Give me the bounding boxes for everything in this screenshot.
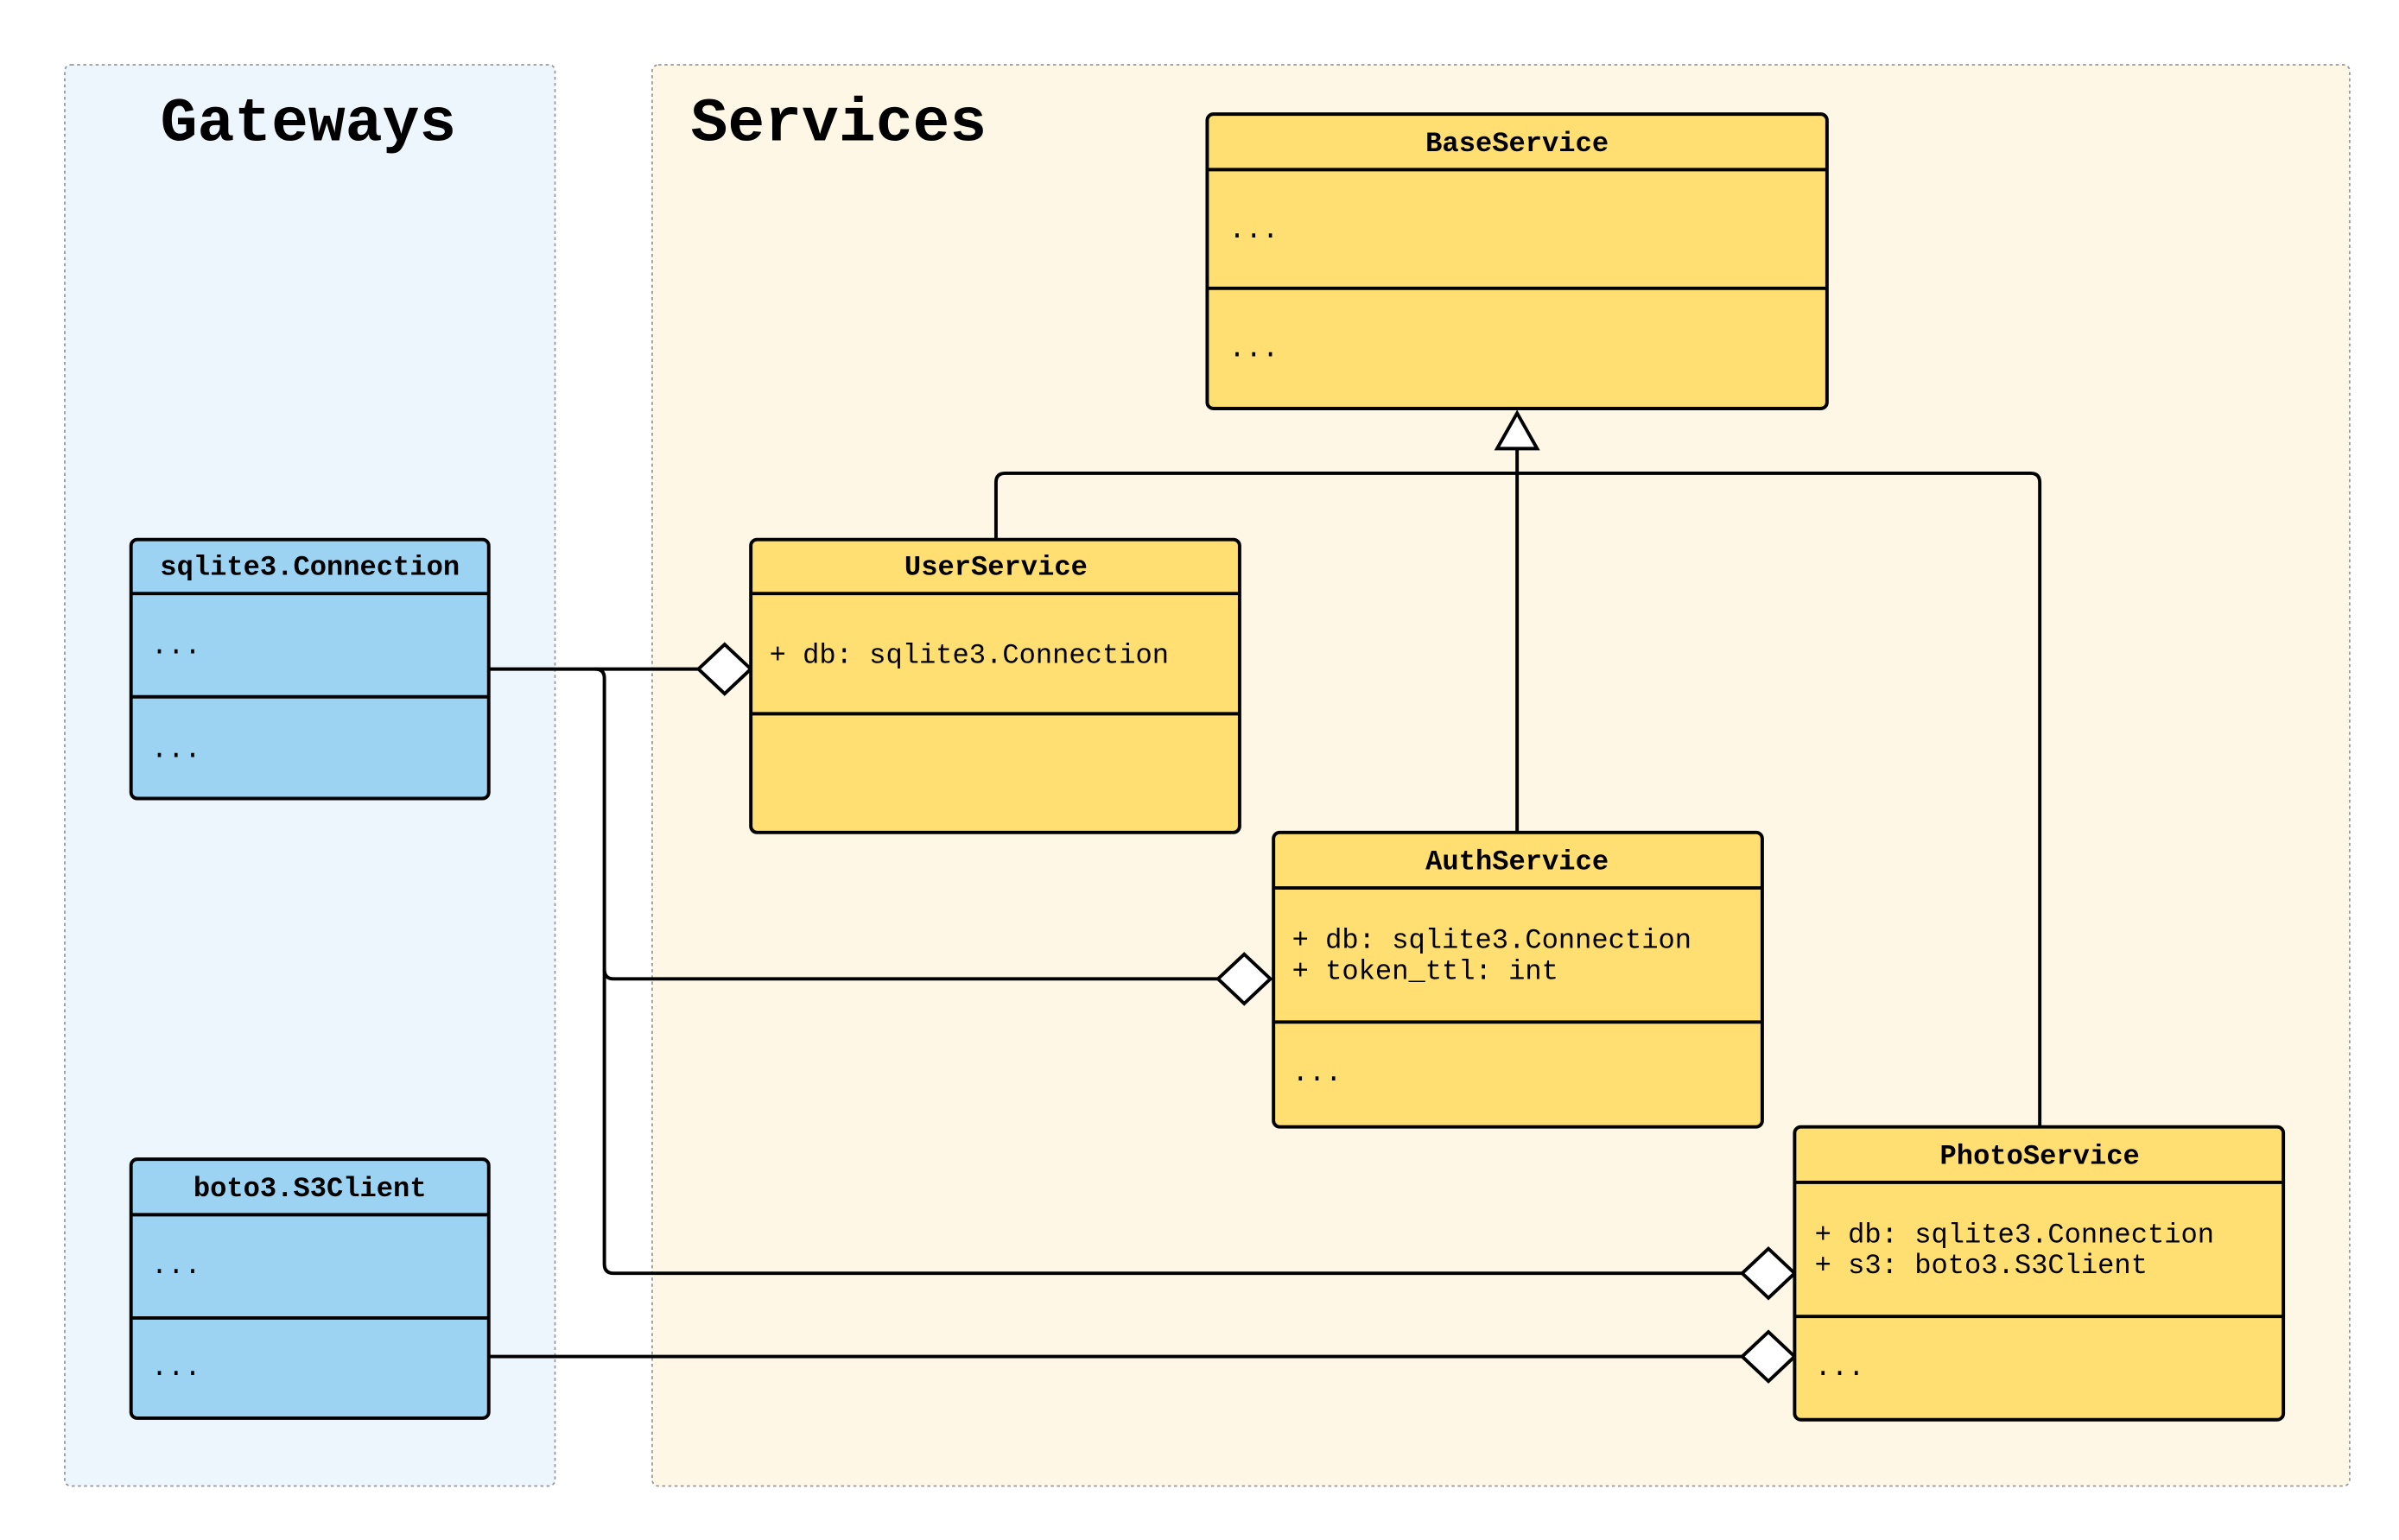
class-method: ... xyxy=(1815,1352,1865,1384)
class-attribute: + token_ttl: int xyxy=(1292,955,1558,987)
class-photoservice[interactable]: PhotoService + db: sqlite3.Connection + … xyxy=(1793,1125,2286,1422)
class-name: BaseService xyxy=(1425,128,1609,160)
class-sqlite3-connection[interactable]: sqlite3.Connection ... ... xyxy=(129,537,491,801)
class-attribute: + s3: boto3.S3Client xyxy=(1815,1250,2148,1282)
class-name: PhotoService xyxy=(1940,1140,2140,1172)
class-authservice[interactable]: AuthService + db: sqlite3.Connection + t… xyxy=(1272,830,1764,1129)
class-attribute: + db: sqlite3.Connection xyxy=(770,639,1169,671)
services-title: Services xyxy=(691,90,987,159)
class-attribute: ... xyxy=(151,631,201,662)
inheritance-connectors xyxy=(993,409,2042,1127)
class-name: UserService xyxy=(904,552,1088,584)
class-baseservice[interactable]: BaseService ... ... xyxy=(1205,112,1829,410)
class-attribute: + db: sqlite3.Connection xyxy=(1292,925,1691,957)
class-method: ... xyxy=(1228,333,1279,364)
class-method: ... xyxy=(151,1352,201,1384)
aggregation-diamond-authservice xyxy=(1215,952,1273,1006)
class-method: ... xyxy=(151,733,201,765)
class-method: ... xyxy=(1292,1057,1342,1089)
class-attribute: + db: sqlite3.Connection xyxy=(1815,1220,2214,1252)
class-name: AuthService xyxy=(1425,846,1609,878)
class-boto3-s3client[interactable]: boto3.S3Client ... ... xyxy=(129,1157,491,1420)
class-attribute: ... xyxy=(151,1250,201,1282)
class-attribute: ... xyxy=(1228,214,1279,246)
inheritance-arrowhead xyxy=(1494,409,1540,451)
class-userservice[interactable]: UserService + db: sqlite3.Connection xyxy=(749,537,1241,834)
gateways-title: Gateways xyxy=(161,90,457,159)
class-name: sqlite3.Connection xyxy=(160,552,460,584)
class-name: boto3.S3Client xyxy=(194,1173,427,1205)
